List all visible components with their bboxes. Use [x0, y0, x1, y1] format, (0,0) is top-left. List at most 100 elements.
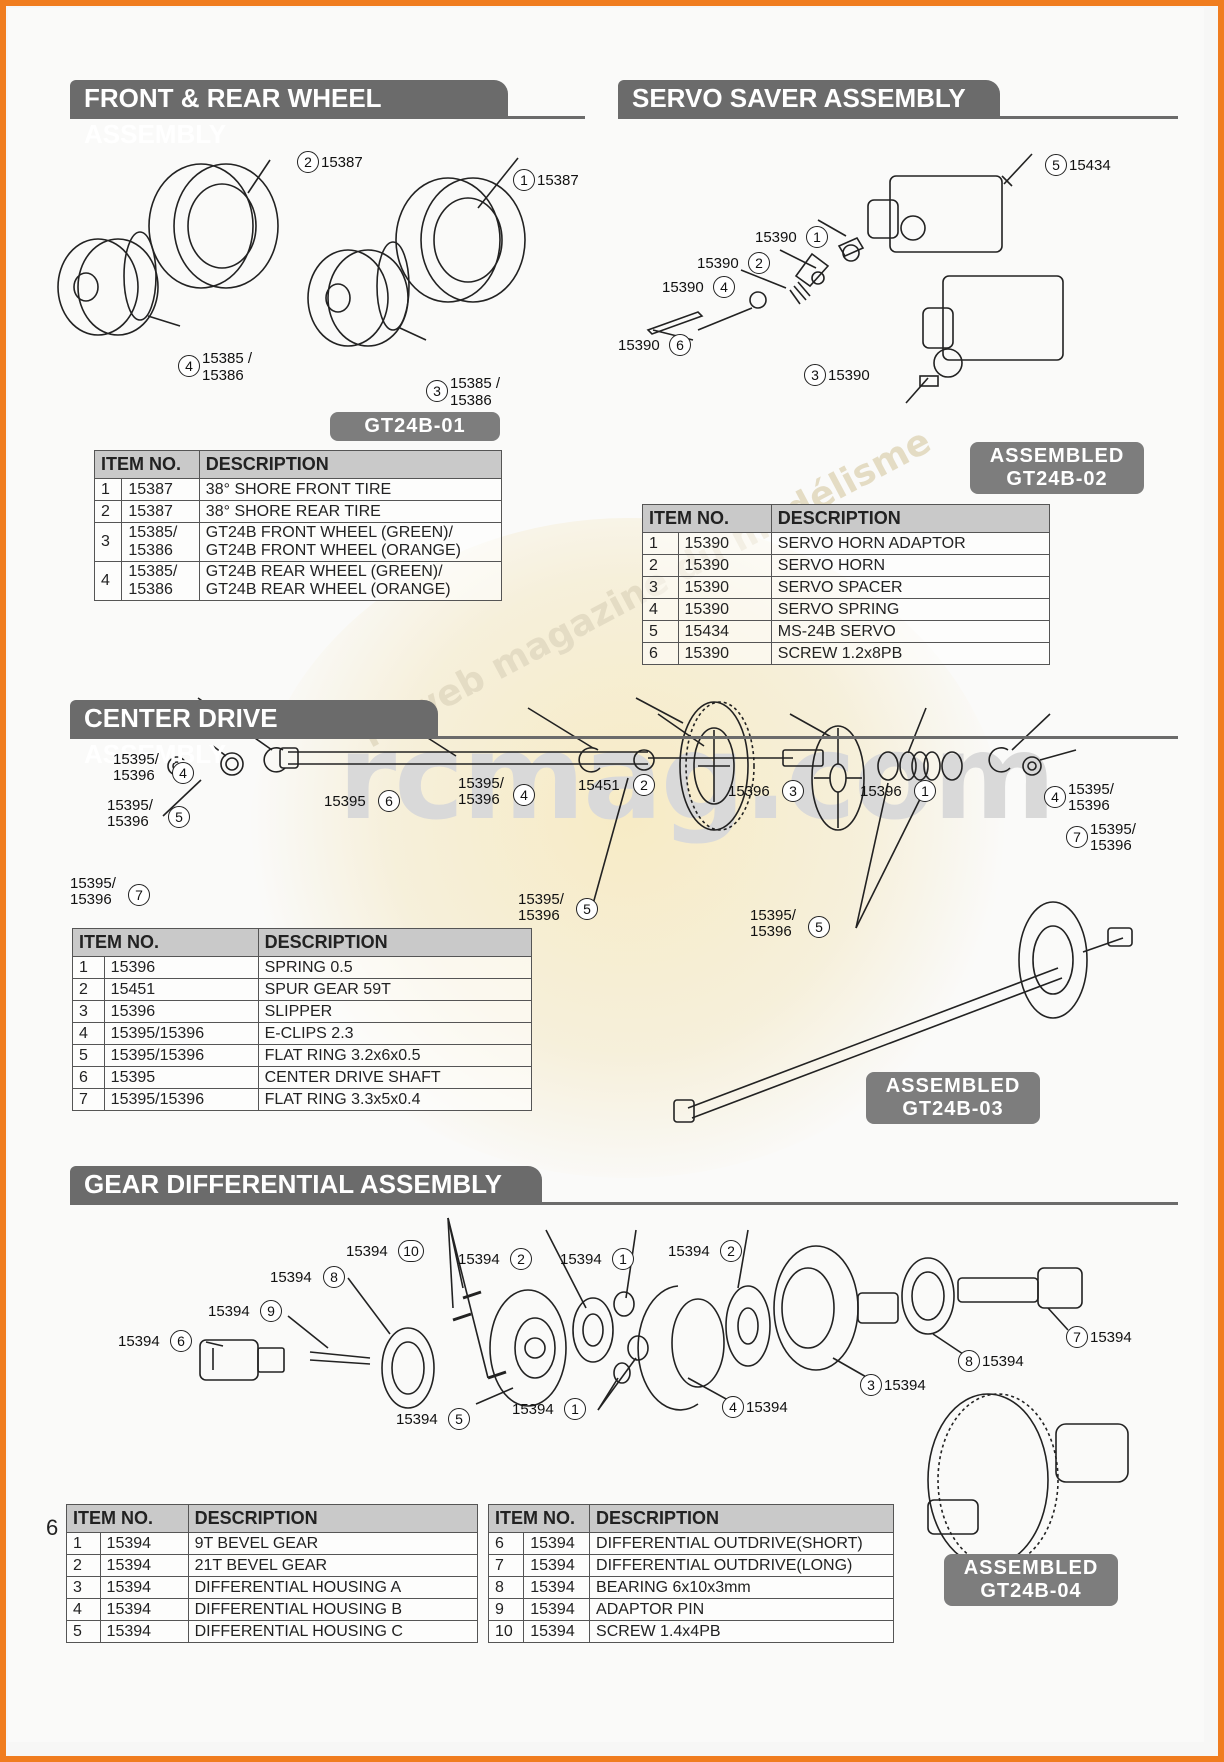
callout-number-5: 5 — [448, 1408, 470, 1430]
wheel-parts-table: ITEM NO. DESCRIPTION 1 15387 38° SHORE F… — [93, 450, 503, 601]
part-number: 15385/15386 — [121, 522, 200, 562]
gear-diff-title: GEAR DIFFERENTIAL ASSEMBLY — [70, 1166, 542, 1202]
part-number: 15396 — [103, 1000, 259, 1023]
callout-label: 15394 — [982, 1353, 1024, 1370]
item-number: 2 — [66, 1554, 101, 1577]
table-header-description: DESCRIPTION — [187, 1504, 479, 1533]
callout-number-2: 2 — [297, 151, 319, 173]
callout-label: 15385 / — [450, 375, 501, 392]
part-number: 15385/15386 — [121, 561, 200, 601]
part-number: 15395 — [103, 1066, 259, 1089]
item-description: GT24B REAR WHEEL (GREEN)/GT24B REAR WHEE… — [198, 561, 503, 601]
item-number: 9 — [487, 1598, 525, 1621]
rear-tire-drawing — [148, 163, 279, 289]
part-number: 15394 — [99, 1532, 189, 1555]
assembled-center-drive-drawing — [673, 901, 1133, 1123]
part-number: 15387 — [121, 500, 200, 523]
callout-label: 15394 — [746, 1399, 788, 1416]
callout-label: 15396 — [750, 923, 792, 940]
part-number: 15394 — [523, 1598, 591, 1621]
spring-drawing — [877, 751, 963, 781]
callout-number-4: 4 — [713, 276, 735, 298]
item-number: 1 — [72, 956, 105, 979]
callout-number-1: 1 — [612, 1248, 634, 1270]
callout-label: 15390 — [697, 255, 739, 272]
spur-gear-drawing — [679, 701, 755, 831]
item-number: 1 — [642, 532, 679, 555]
callout-number-7: 7 — [1066, 1326, 1088, 1348]
callout-label: 15386 — [450, 392, 492, 409]
callout-label: 15390 — [755, 229, 797, 246]
rear-wheel-drawing — [57, 231, 159, 336]
callout-label: 15394 — [512, 1401, 554, 1418]
part-number: 15390 — [677, 532, 772, 555]
item-description: DIFFERENTIAL OUTDRIVE(LONG) — [589, 1554, 894, 1577]
callout-label: 15394 — [884, 1377, 926, 1394]
wheel-title-rule — [70, 116, 585, 119]
table-header-description: DESCRIPTION — [257, 928, 533, 957]
part-number: 15394 — [523, 1554, 591, 1577]
part-number: 15394 — [99, 1598, 189, 1621]
callout-number-2: 2 — [748, 252, 770, 274]
callout-label: 15387 — [321, 154, 363, 171]
table-row: 3 15385/15386 GT24B FRONT WHEEL (GREEN)/… — [93, 522, 503, 562]
callout-label: 15395/ — [70, 875, 116, 892]
item-number: 3 — [642, 576, 679, 599]
part-number: 15434 — [677, 620, 772, 643]
callout-label: 15394 — [1090, 1329, 1132, 1346]
callout-label: 15390 — [662, 279, 704, 296]
callout-label: 15394 — [396, 1411, 438, 1428]
item-number: 1 — [93, 478, 123, 501]
item-number: 4 — [72, 1022, 105, 1045]
callout-number-2: 2 — [633, 774, 655, 796]
callout-number-5: 5 — [1045, 154, 1067, 176]
callout-label: 15386 — [202, 367, 244, 384]
front-tire-drawing — [395, 177, 526, 303]
exploded-diagrams — [57, 153, 1133, 1567]
callout-label: 15396 — [518, 907, 560, 924]
callout-number-3: 3 — [860, 1374, 882, 1396]
callout-label: 15385 / — [202, 350, 253, 367]
callout-label: 15395/ — [1068, 781, 1114, 798]
callout-label: 15395/ — [1090, 821, 1136, 838]
callout-number-8: 8 — [323, 1266, 345, 1288]
item-description: 21T BEVEL GEAR — [187, 1554, 479, 1577]
part-number: 15395/15396 — [103, 1022, 259, 1045]
callout-label: 15396 — [728, 783, 770, 800]
center-drive-title: CENTER DRIVE ASSEMBLY — [70, 700, 438, 769]
callout-label: 15396 — [458, 791, 500, 808]
item-description: FLAT RING 3.3x5x0.4 — [257, 1088, 533, 1111]
callout-number-4: 4 — [1044, 786, 1066, 808]
callout-number-6: 6 — [669, 334, 691, 356]
item-description: 38° SHORE REAR TIRE — [198, 500, 503, 523]
part-number: 15394 — [99, 1576, 189, 1599]
item-number: 8 — [487, 1576, 525, 1599]
callout-label: 15394 — [270, 1269, 312, 1286]
callout-number-8: 8 — [958, 1350, 980, 1372]
item-description: SPRING 0.5 — [257, 956, 533, 979]
callout-number-3: 3 — [426, 380, 448, 402]
callout-label: 15394 — [458, 1251, 500, 1268]
table-header-item-no: ITEM NO. — [72, 928, 259, 957]
item-description: MS-24B SERVO — [770, 620, 1051, 643]
diff-housing-c-drawing — [489, 1289, 567, 1407]
diff-housing-b-drawing — [637, 1285, 725, 1411]
item-number: 7 — [487, 1554, 525, 1577]
front-wheel-drawing — [307, 241, 410, 347]
page-number: 6 — [46, 1515, 59, 1540]
part-number: 15394 — [99, 1620, 189, 1643]
item-number: 4 — [93, 561, 123, 601]
callout-label: 15396 — [860, 783, 902, 800]
